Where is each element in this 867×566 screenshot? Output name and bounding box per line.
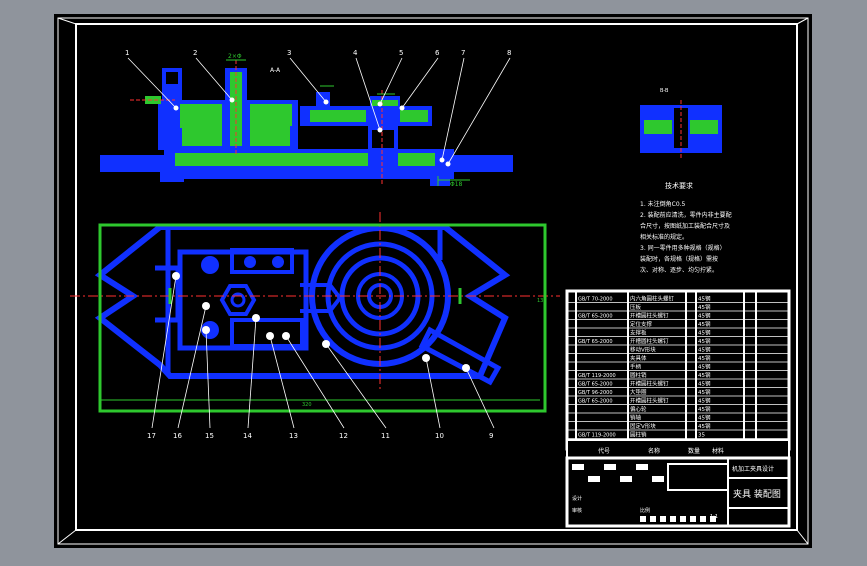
handle — [418, 326, 502, 386]
bom-material: 45钢 — [698, 414, 711, 422]
front-section-view: Φ18 2×Φ A-A — [100, 53, 513, 188]
bom-code: GB/T 96-2000 — [578, 390, 613, 396]
tech-heading: 技术要求 — [665, 181, 693, 190]
balloon-label: 9 — [489, 432, 493, 440]
bom-part-name: 偏心轮 — [630, 405, 647, 413]
bom-header-mat: 材料 — [712, 447, 724, 455]
bom-material: 45钢 — [698, 371, 711, 379]
base-dimension: Φ18 — [450, 181, 463, 188]
bom-part-name: 开槽圆柱头螺钉 — [630, 337, 669, 345]
tech-line: 装配时，各规格（规格）需按 — [640, 255, 718, 263]
bom-material: 45钢 — [698, 354, 711, 362]
bom-material: 45钢 — [698, 422, 711, 430]
bom-material: 45钢 — [698, 380, 711, 388]
balloon-label: 6 — [435, 49, 440, 57]
bom-code: GB/T 65-2000 — [578, 339, 613, 345]
hex-nut — [219, 284, 257, 316]
bom-header-code: 代号 — [598, 447, 610, 455]
title-block-scale: 比例 — [640, 507, 650, 514]
bom-part-name: 固定V形块 — [630, 422, 656, 430]
tech-line: 2. 装配前应清洗，零件内非主要配 — [640, 211, 732, 219]
tech-line: 合尺寸，按图纸加工装配合尺寸及 — [640, 222, 730, 230]
balloon-label: 13 — [289, 432, 298, 440]
bom-code: GB/T 65-2000 — [578, 382, 613, 388]
fixture-body-outline — [94, 224, 511, 379]
bom-header-qty: 数量 — [688, 447, 700, 455]
balloon-label: 17 — [147, 432, 156, 440]
bom-part-name: 开槽圆柱头螺钉 — [630, 312, 669, 320]
bom-header-name: 名称 — [648, 447, 660, 455]
balloon-label: 10 — [435, 432, 444, 440]
bom-part-name: 移动V形块 — [630, 346, 656, 354]
bom-code: GB/T 119-2000 — [578, 373, 616, 379]
bom-part-name: 开槽圆柱头螺钉 — [630, 397, 669, 405]
bom-material: 45钢 — [698, 312, 711, 320]
balloon-label: 12 — [339, 432, 348, 440]
balloon-label: 11 — [381, 432, 390, 440]
side-section-view: B-B — [640, 88, 722, 158]
balloon-label: 3 — [287, 49, 291, 57]
bom-part-name: 定位支撑 — [630, 320, 653, 328]
bom-material: 45钢 — [698, 388, 711, 396]
title-block-check: 审核 — [572, 507, 582, 514]
bom-part-name: 圆柱销 — [630, 371, 647, 379]
inner-frame — [75, 23, 798, 531]
bom-part-name: 内六角圆柱头螺钉 — [630, 295, 675, 303]
section-label-aa: A-A — [270, 67, 281, 74]
tech-line: 次、对称、逐步、均匀拧紧。 — [640, 266, 718, 274]
title-small: 机加工夹具设计 — [732, 465, 774, 473]
balloon-label: 2 — [193, 49, 197, 57]
bom-material: 35 — [698, 433, 705, 439]
bom-part-name: 手柄 — [630, 363, 642, 371]
top-dimension: 2×Φ — [228, 53, 242, 60]
plan-view: 320 130 — [70, 212, 560, 413]
tech-line: 1. 未注倒角C0.5 — [640, 200, 686, 208]
bom-code: GB/T 65-2000 — [578, 399, 613, 405]
balloon-label: 5 — [399, 49, 403, 57]
bom-code: GB/T 119-2000 — [578, 433, 616, 439]
section-label-bb: B-B — [660, 88, 669, 94]
technical-requirements: 技术要求 1. 未注倒角C0.5 2. 装配前应清洗，零件内非主要配合尺寸，按图纸… — [640, 181, 732, 274]
bom-material: 45钢 — [698, 320, 711, 328]
bom-material: 45钢 — [698, 346, 711, 354]
balloon-label: 1 — [125, 49, 129, 57]
balloon-label: 16 — [173, 432, 182, 440]
balloon-label: 4 — [353, 49, 358, 57]
balloon-label: 15 — [205, 432, 214, 440]
bom-material: 45钢 — [698, 363, 711, 371]
bom-part-name: 大垫圈 — [630, 388, 647, 396]
dim-height: 130 — [537, 298, 547, 304]
bom-part-name: 销轴 — [630, 414, 642, 422]
balloon-label: 7 — [461, 49, 465, 57]
balloon-label: 14 — [243, 432, 252, 440]
outer-frame — [57, 17, 809, 545]
title-block-design: 设计 — [572, 495, 582, 502]
bom-part-name: 开槽圆柱头螺钉 — [630, 380, 669, 388]
balloon-label: 8 — [507, 49, 511, 57]
bom-material: 45钢 — [698, 329, 711, 337]
bom-code: GB/T 70-2000 — [578, 297, 613, 303]
bom-material: 45钢 — [698, 303, 711, 311]
tech-line: 相关标准的规定。 — [640, 233, 688, 241]
bom-part-name: 圆柱销 — [630, 431, 647, 439]
bom-material: 45钢 — [698, 295, 711, 303]
bom-part-name: 夹具体 — [630, 354, 647, 362]
bom-material: 45钢 — [698, 337, 711, 345]
tech-line: 3. 同一零件用多种规格（规格） — [640, 244, 726, 252]
bom-part-name: 压板 — [630, 303, 642, 311]
drawing-title: 夹具 装配图 — [733, 488, 781, 500]
dim-length: 320 — [302, 402, 312, 408]
bom-material: 45钢 — [698, 405, 711, 413]
bom-code: GB/T 65-2000 — [578, 314, 613, 320]
bom-material: 45钢 — [698, 397, 711, 405]
bom-part-name: 支撑板 — [630, 329, 647, 337]
